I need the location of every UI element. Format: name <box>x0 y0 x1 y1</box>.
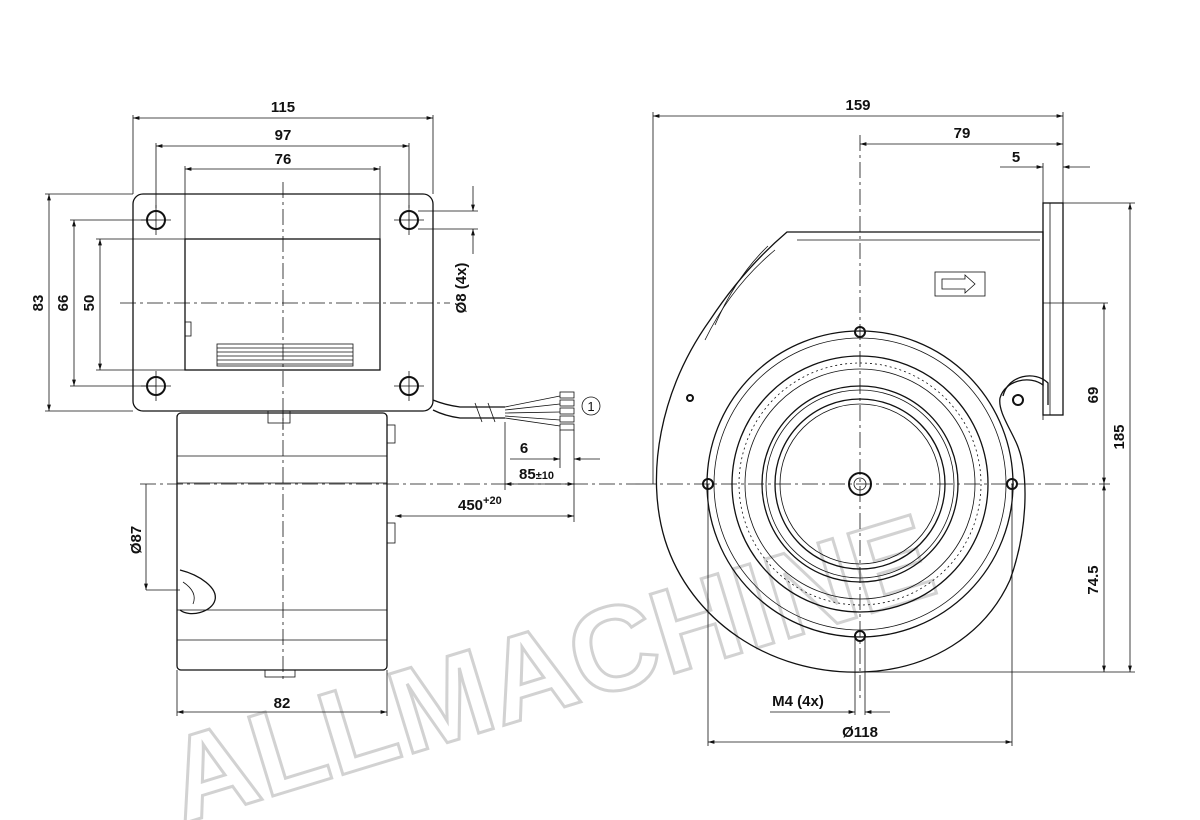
dim-82: 82 <box>274 695 291 712</box>
callout-circle <box>581 396 601 416</box>
dim-85-value: 85 <box>519 466 536 483</box>
airflow-arrow-icon <box>941 274 976 294</box>
dim-83: 83 <box>30 295 47 312</box>
dim-185: 185 <box>1111 424 1128 449</box>
dim-6: 6 <box>520 440 528 457</box>
dim-97: 97 <box>275 127 292 144</box>
watermark: ALLMACHINE <box>149 487 950 820</box>
dim-450: 450+20 <box>458 495 502 514</box>
dim-159: 159 <box>845 97 870 114</box>
dim-69: 69 <box>1085 387 1102 404</box>
dim-450-value: 450 <box>458 497 483 514</box>
dim-76: 76 <box>275 151 292 168</box>
dim-115: 115 <box>271 99 295 116</box>
dim-79: 79 <box>954 125 971 142</box>
airflow-box <box>934 271 986 297</box>
dim-66: 66 <box>55 295 72 312</box>
outlet-grille <box>216 343 354 367</box>
motor-cutaway <box>179 569 216 615</box>
dim-118: Ø118 <box>842 724 878 741</box>
scroll-housing <box>655 231 1044 673</box>
watermark-text: ALLMACHINE <box>151 488 949 820</box>
callout-label: 1 <box>587 399 594 414</box>
dim-50: 50 <box>81 295 98 312</box>
mounting-ear <box>1002 375 1049 405</box>
outlet-opening <box>184 238 381 371</box>
left-dimensions <box>45 115 600 716</box>
dim-m4: M4 (4x) <box>772 693 824 710</box>
dim-5: 5 <box>1012 149 1020 166</box>
motor-body <box>176 412 388 671</box>
dim-hole: Ø8 (4x) <box>453 263 470 314</box>
dim-85-tol: ±10 <box>536 470 554 482</box>
right-view: 159 79 5 69 185 74.5 M4 (4x) Ø118 <box>640 97 1135 746</box>
dim-450-tol: +20 <box>483 495 502 507</box>
dim-85: 85±10 <box>519 466 554 483</box>
dim-87: Ø87 <box>128 526 145 554</box>
left-view: 1 <box>30 99 640 716</box>
dim-74-5: 74.5 <box>1085 565 1102 594</box>
outlet-flange <box>1042 202 1064 416</box>
right-dimensions <box>652 112 1135 746</box>
cable <box>432 391 575 431</box>
